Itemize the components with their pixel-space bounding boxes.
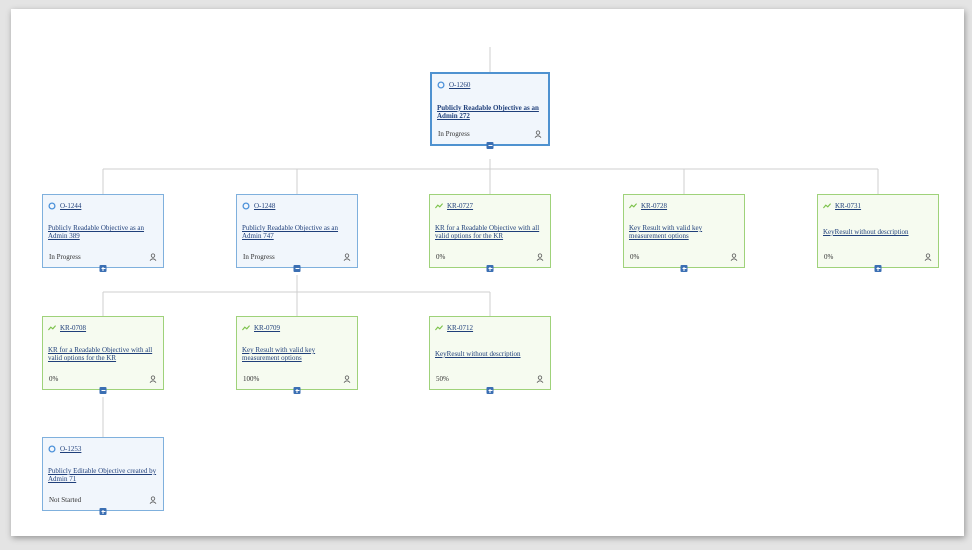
objective-icon (242, 201, 250, 210)
key-result-title-link[interactable]: KeyResult without description (435, 350, 521, 358)
card-footer: 0% (49, 375, 157, 383)
key-result-title-link[interactable]: Key Result with valid key measurement op… (629, 224, 703, 240)
connector-lines (102, 47, 879, 437)
expand-toggle-button[interactable] (293, 387, 301, 394)
objective-code-link[interactable]: O-1253 (60, 444, 82, 453)
status-text: In Progress (438, 130, 470, 138)
card-footer: Not Started (49, 496, 157, 504)
card-header: KR-0708 (48, 322, 158, 333)
owner-user-icon[interactable] (149, 375, 157, 383)
trend-line-icon (242, 324, 250, 330)
key-result-title-link[interactable]: KR for a Readable Objective with all val… (435, 224, 540, 240)
progress-text: 0% (630, 253, 640, 261)
key-result-card[interactable]: KR-0728 Key Result with valid key measur… (623, 194, 745, 272)
trend-line-icon (48, 324, 56, 330)
progress-text: 0% (436, 253, 446, 261)
objective-code-link[interactable]: O-1244 (60, 201, 82, 210)
objective-card-root[interactable]: O-1260 Publicly Readable Objective as an… (430, 72, 550, 149)
progress-text: 100% (243, 375, 260, 383)
key-result-code-link[interactable]: KR-0708 (60, 323, 87, 332)
expand-toggle-button[interactable] (486, 265, 494, 272)
card-footer: 0% (630, 253, 738, 261)
card-footer: 0% (436, 253, 544, 261)
expand-toggle-button[interactable] (486, 387, 494, 394)
collapse-toggle-button[interactable] (486, 142, 494, 149)
owner-user-icon[interactable] (343, 375, 351, 383)
key-result-card[interactable]: KR-0727 KR for a Readable Objective with… (429, 194, 551, 272)
key-result-code-link[interactable]: KR-0709 (254, 323, 281, 332)
card-header: O-1260 (437, 79, 543, 90)
status-text: In Progress (49, 253, 81, 261)
expand-toggle-button[interactable] (99, 508, 107, 515)
owner-user-icon[interactable] (536, 253, 544, 261)
objective-icon (48, 201, 56, 210)
status-text: Not Started (49, 496, 82, 504)
key-result-card[interactable]: KR-0712 KeyResult without description 50… (429, 316, 551, 394)
objective-code-link[interactable]: O-1260 (449, 80, 471, 89)
card-header: O-1244 (48, 200, 158, 211)
key-result-title-link[interactable]: KR for a Readable Objective with all val… (48, 346, 153, 362)
objective-title-link[interactable]: Publicly Readable Objective as an Admin … (48, 224, 145, 240)
progress-text: 0% (824, 253, 834, 261)
card-footer: In Progress (438, 130, 542, 138)
card-footer: 50% (436, 375, 544, 383)
card-header: KR-0712 (435, 322, 545, 333)
card-footer: In Progress (49, 253, 157, 261)
objective-icon (48, 444, 56, 453)
expand-toggle-button[interactable] (99, 265, 107, 272)
key-result-code-link[interactable]: KR-0728 (641, 201, 668, 210)
owner-user-icon[interactable] (534, 130, 542, 138)
status-text: In Progress (243, 253, 275, 261)
objective-card[interactable]: O-1248 Publicly Readable Objective as an… (236, 194, 358, 272)
objective-code-link[interactable]: O-1248 (254, 201, 276, 210)
key-result-code-link[interactable]: KR-0731 (835, 201, 862, 210)
progress-text: 0% (49, 375, 59, 383)
trend-line-icon (823, 202, 831, 208)
key-result-code-link[interactable]: KR-0727 (447, 201, 474, 210)
progress-text: 50% (436, 375, 449, 383)
key-result-code-link[interactable]: KR-0712 (447, 323, 474, 332)
owner-user-icon[interactable] (149, 496, 157, 504)
key-result-card[interactable]: KR-0708 KR for a Readable Objective with… (42, 316, 164, 394)
owner-user-icon[interactable] (924, 253, 932, 261)
collapse-toggle-button[interactable] (293, 265, 301, 272)
card-header: O-1253 (48, 443, 158, 454)
okr-tree-canvas: O-1260 Publicly Readable Objective as an… (11, 9, 964, 536)
objective-title-link[interactable]: Publicly Readable Objective as an Admin … (437, 104, 539, 120)
objective-icon (437, 80, 445, 89)
owner-user-icon[interactable] (536, 375, 544, 383)
owner-user-icon[interactable] (149, 253, 157, 261)
owner-user-icon[interactable] (730, 253, 738, 261)
objective-card[interactable]: O-1253 Publicly Editable Objective creat… (42, 437, 164, 515)
key-result-title-link[interactable]: KeyResult without description (823, 228, 909, 236)
card-header: O-1248 (242, 200, 352, 211)
expand-toggle-button[interactable] (680, 265, 688, 272)
card-header: KR-0727 (435, 200, 545, 211)
collapse-toggle-button[interactable] (99, 387, 107, 394)
objective-title-link[interactable]: Publicly Readable Objective as an Admin … (242, 224, 339, 240)
card-footer: 100% (243, 375, 351, 383)
objective-card[interactable]: O-1244 Publicly Readable Objective as an… (42, 194, 164, 272)
trend-line-icon (435, 202, 443, 208)
key-result-card[interactable]: KR-0709 Key Result with valid key measur… (236, 316, 358, 394)
owner-user-icon[interactable] (343, 253, 351, 261)
key-result-title-link[interactable]: Key Result with valid key measurement op… (242, 346, 316, 362)
card-footer: In Progress (243, 253, 351, 261)
card-header: KR-0731 (823, 200, 933, 211)
card-header: KR-0709 (242, 322, 352, 333)
objective-title-link[interactable]: Publicly Editable Objective created by A… (48, 467, 157, 483)
expand-toggle-button[interactable] (874, 265, 882, 272)
card-footer: 0% (824, 253, 932, 261)
key-result-card[interactable]: KR-0731 KeyResult without description 0% (817, 194, 939, 272)
card-header: KR-0728 (629, 200, 739, 211)
trend-line-icon (629, 202, 637, 208)
trend-line-icon (435, 324, 443, 330)
